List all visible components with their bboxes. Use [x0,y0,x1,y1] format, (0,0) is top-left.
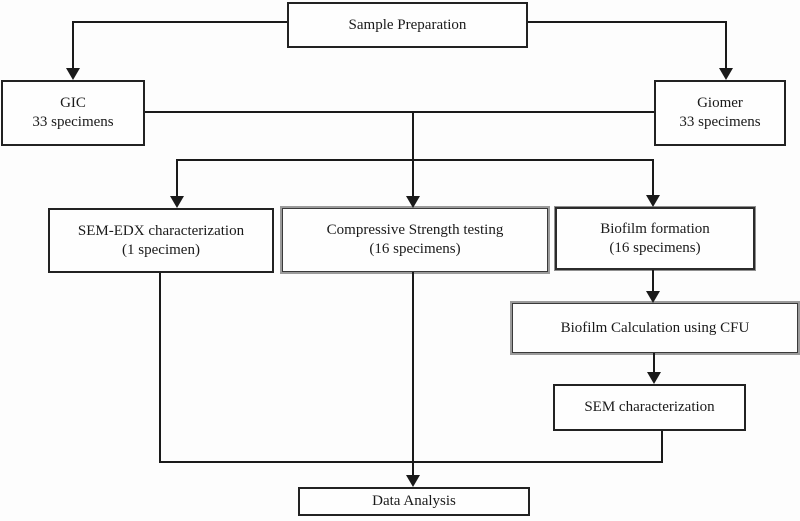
connector-sampleprep-gic-vertical [72,21,74,68]
connector-compressive-dataanalysis [412,272,414,475]
node-compressive-strength-testing: Compressive Strength testing (16 specime… [280,206,550,274]
connector-rail-compressive [412,159,414,197]
arrowhead-down-icon [646,291,660,303]
node-giomer: Giomer 33 specimens [654,80,786,146]
connector-rail-semedx [176,159,178,197]
node-sublabel: (16 specimens) [609,239,701,256]
node-sublabel: 33 specimens [32,114,114,130]
node-label: Biofilm Calculation using CFU [560,319,750,336]
node-sublabel: (1 specimen) [122,241,200,258]
node-label: Sample Preparation [348,16,467,33]
node-label: GIC [60,95,86,111]
node-sem-characterization: SEM characterization [553,384,746,431]
node-sample-preparation: Sample Preparation [287,2,528,48]
node-biofilm-formation: Biofilm formation (16 specimens) [554,206,756,271]
connector-semedx-collector [159,273,161,463]
connector-semchar-collector [661,431,663,463]
connector-cfu-semchar [653,353,655,373]
arrowhead-down-icon [66,68,80,80]
arrowhead-down-icon [719,68,733,80]
arrowhead-down-icon [647,372,661,384]
arrowhead-down-icon [406,475,420,487]
node-sublabel: (16 specimens) [369,241,461,257]
node-biofilm-calculation-cfu: Biofilm Calculation using CFU [510,301,800,355]
connector-sampleprep-gic-horizontal [72,21,287,23]
arrowhead-down-icon [646,195,660,207]
node-label: Biofilm formation [600,220,710,237]
connector-bus-drop [412,111,414,160]
node-gic: GIC 33 specimens [1,80,145,146]
arrowhead-down-icon [406,196,420,208]
node-sem-edx-characterization: SEM-EDX characterization (1 specimen) [48,208,274,273]
connector-biofilm-cfu [652,270,654,292]
node-label: Giomer [697,95,743,111]
connector-rail-biofilm [652,159,654,196]
node-label: Data Analysis [372,493,456,509]
connector-branch-rail [176,159,654,161]
arrowhead-down-icon [170,196,184,208]
connector-gic-giomer-bus [145,111,654,113]
node-label: SEM characterization [584,399,715,415]
node-data-analysis: Data Analysis [298,487,530,516]
connector-sampleprep-giomer-vertical [725,21,727,68]
node-label: SEM-EDX characterization [77,222,245,239]
node-label: Compressive Strength testing [326,222,504,238]
connector-collector-rail [159,461,663,463]
node-sublabel: 33 specimens [679,114,761,130]
connector-sampleprep-giomer-horizontal [528,21,727,23]
